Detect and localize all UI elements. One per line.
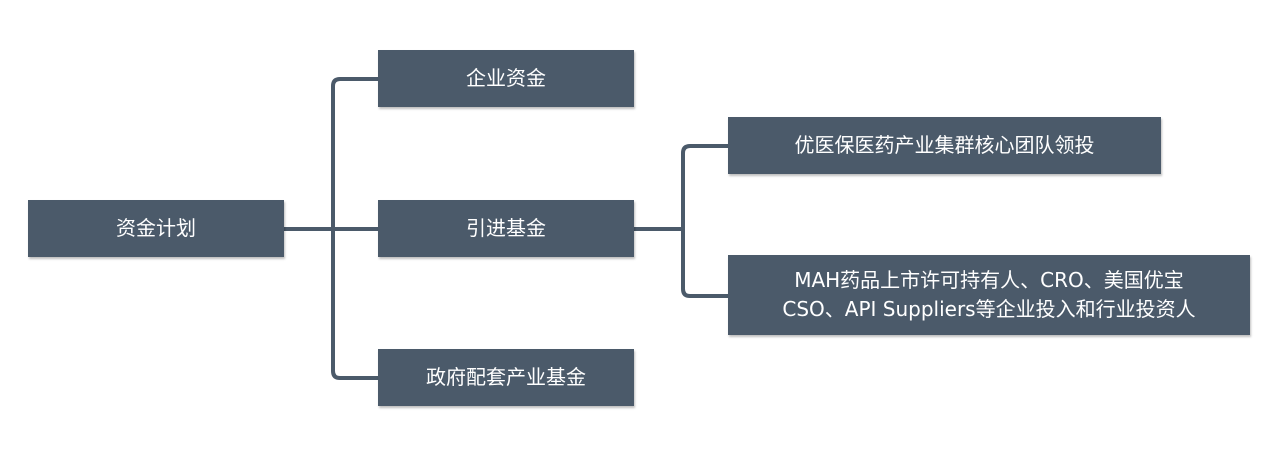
root-node: 资金计划	[28, 200, 284, 257]
connector-yinjin-to-child1	[681, 144, 730, 231]
branch-node-label: 企业资金	[466, 66, 546, 90]
branch-node-yinjin-jijin: 引进基金	[378, 200, 634, 257]
branch-node-qiye-zijin: 企业资金	[378, 50, 634, 107]
branch-node-zhengfu-peitao: 政府配套产业基金	[378, 349, 634, 406]
connector-root-to-qiye	[331, 77, 380, 231]
child-node-multiline-label: MAH药品上市许可持有人、CRO、美国优宝 CSO、API Suppliers等…	[782, 266, 1195, 324]
root-node-label: 资金计划	[116, 216, 196, 240]
child-node-investors: MAH药品上市许可持有人、CRO、美国优宝 CSO、API Suppliers等…	[728, 255, 1250, 335]
child-node-label-line-1: MAH药品上市许可持有人、CRO、美国优宝	[794, 268, 1184, 292]
child-node-label-line-2: CSO、API Suppliers等企业投入和行业投资人	[782, 297, 1196, 321]
connector-yinjin-to-child2	[681, 227, 730, 298]
branch-node-label: 引进基金	[466, 216, 546, 240]
child-node-lingtou: 优医保医药产业集群核心团队领投	[728, 117, 1161, 174]
branch-node-label: 政府配套产业基金	[426, 365, 586, 389]
connector-root-to-zhengfu	[331, 227, 380, 380]
child-node-label: 优医保医药产业集群核心团队领投	[794, 133, 1095, 157]
